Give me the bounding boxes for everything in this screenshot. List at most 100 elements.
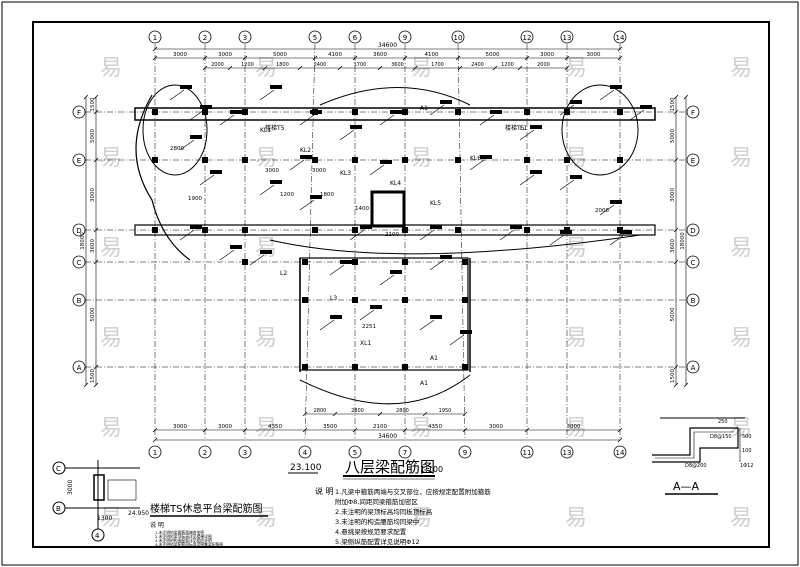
dim-top-sub-tick-10 bbox=[564, 65, 570, 71]
dim-top-row-tick-7 bbox=[524, 55, 530, 61]
axis-right-B-4-label: B bbox=[691, 297, 696, 305]
axis-top-10-6-label: 10 bbox=[454, 34, 463, 42]
axis-left-D-2-label: D bbox=[76, 227, 81, 235]
leader-36 bbox=[519, 174, 535, 186]
column-42 bbox=[462, 364, 468, 370]
leader-27 bbox=[419, 319, 435, 331]
axis-left-A-5-circle bbox=[72, 360, 86, 374]
leader-33 bbox=[609, 234, 625, 246]
axis-bottom-11-7-label: 11 bbox=[523, 449, 532, 457]
dim-bottom-total-label-0: 34600 bbox=[378, 433, 397, 440]
subplan-notes-title: 说 明 bbox=[150, 521, 164, 529]
column-15 bbox=[402, 109, 408, 115]
dim-left-row-tick-3 bbox=[93, 227, 99, 233]
rebar-tag-32 bbox=[560, 230, 572, 234]
beam-label-1: KL2 bbox=[300, 147, 311, 154]
watermark-24: 易 bbox=[255, 506, 277, 531]
axis-top-14-9-label: 14 bbox=[616, 34, 625, 42]
watermark-2: 易 bbox=[410, 56, 432, 81]
axis-top-3-2-circle bbox=[238, 30, 252, 44]
section-rebar bbox=[655, 431, 734, 459]
leader-7 bbox=[379, 114, 395, 126]
dim-top-row-tick-0 bbox=[152, 55, 158, 61]
leader-21 bbox=[599, 204, 615, 216]
axis-top-2-1-label: 2 bbox=[203, 34, 207, 42]
section-label-500: 500 bbox=[742, 434, 752, 440]
dim-bottom-row-label-1: 3000 bbox=[218, 424, 232, 430]
column-8 bbox=[242, 227, 248, 233]
dim-top-row-tick-4 bbox=[352, 55, 358, 61]
dim-top-sub-tick-9 bbox=[517, 65, 523, 71]
rebar-tag-34 bbox=[300, 155, 312, 159]
dim-top-sub-label-6: 1700 bbox=[431, 62, 444, 68]
dim-bottom-sub-label-1: 2800 bbox=[351, 408, 364, 414]
subplan-beam bbox=[93, 474, 105, 501]
dim-top-sub-tick-8 bbox=[492, 65, 498, 71]
dim-top-row-label-7: 3000 bbox=[540, 52, 554, 58]
gridline-v-6 bbox=[457, 43, 466, 441]
section-label-rebar: 1Φ12 bbox=[740, 463, 753, 469]
column-3 bbox=[202, 109, 208, 115]
column-1 bbox=[152, 157, 158, 163]
axis-left-A-5-label: A bbox=[77, 364, 82, 372]
watermark-23: 易 bbox=[100, 506, 122, 531]
column-33 bbox=[402, 259, 408, 265]
subplan-note-1: 2.未注明的梁顶标高详见楼梯详图 bbox=[155, 534, 212, 539]
dim-bottom-row-label-5: 4350 bbox=[428, 424, 442, 430]
watermark-12: 易 bbox=[565, 236, 587, 261]
leader-14 bbox=[199, 174, 215, 186]
leader-22 bbox=[329, 264, 345, 276]
size-label-9: 1800 bbox=[320, 192, 334, 198]
column-16 bbox=[402, 157, 408, 163]
dim-top-row-label-6: 5000 bbox=[486, 52, 500, 58]
column-27 bbox=[617, 109, 623, 115]
leader-5 bbox=[299, 114, 315, 126]
leader-35 bbox=[469, 159, 485, 171]
watermark-25: 易 bbox=[410, 506, 432, 531]
axis-bottom-13-8-label: 13 bbox=[563, 449, 572, 457]
inner-frame bbox=[32, 21, 770, 548]
dim-top-sub-label-3: 2400 bbox=[314, 62, 327, 68]
dim-left-row-tick-0 bbox=[93, 94, 99, 100]
beam-label-2: KL3 bbox=[340, 170, 351, 177]
column-40 bbox=[352, 364, 358, 370]
dim-left-row-tick-2 bbox=[93, 157, 99, 163]
rebar-tag-3 bbox=[230, 110, 242, 114]
axis-bottom-3-2-circle bbox=[238, 445, 252, 459]
size-label-3: 1400 bbox=[355, 206, 369, 212]
dim-bottom-sub-tick-4 bbox=[462, 411, 468, 417]
column-4 bbox=[202, 157, 208, 163]
section-label-250: 250 bbox=[718, 419, 728, 425]
dim-bottom-row-tick-7 bbox=[524, 427, 530, 433]
leader-16 bbox=[299, 199, 315, 211]
rebar-tag-19 bbox=[510, 225, 522, 229]
rebar-tag-35 bbox=[480, 155, 492, 159]
column-32 bbox=[352, 259, 358, 265]
axis-left-C-3-label: C bbox=[77, 259, 82, 267]
floor-plan bbox=[134, 84, 656, 405]
dim-left-row-label-3: 3600 bbox=[90, 239, 96, 253]
watermark-layer: 易易易易易易易易易易易易易易易易易易易易易易易易易易易易 bbox=[100, 56, 752, 531]
dim-top-row-label-8: 3000 bbox=[587, 52, 601, 58]
column-41 bbox=[402, 364, 408, 370]
rebar-tag-28 bbox=[460, 330, 472, 334]
dim-bottom-row-tick-0 bbox=[152, 427, 158, 433]
rebar-tag-20 bbox=[570, 175, 582, 179]
size-label-2: 2100 bbox=[385, 232, 399, 238]
leader-6 bbox=[339, 129, 355, 141]
dim-bottom-row-tick-4 bbox=[352, 427, 358, 433]
dim-right-row-label-0: 1500 bbox=[670, 97, 676, 111]
dim-left-total-tick-0 bbox=[83, 94, 89, 100]
dim-top-sub-tick-6 bbox=[412, 65, 418, 71]
watermark-6: 易 bbox=[255, 146, 277, 171]
dim-top-sub-label-2: 1800 bbox=[276, 62, 289, 68]
axis-left-C-3-circle bbox=[72, 255, 86, 269]
leader-3 bbox=[219, 114, 235, 126]
dim-right-total-tick-0 bbox=[683, 94, 689, 100]
dim-bottom-sub-label-2: 2800 bbox=[396, 408, 409, 414]
axis-right-F-0-label: F bbox=[691, 109, 695, 117]
leader-11 bbox=[559, 104, 575, 116]
column-38 bbox=[462, 297, 468, 303]
lower-block-walls bbox=[299, 258, 471, 372]
